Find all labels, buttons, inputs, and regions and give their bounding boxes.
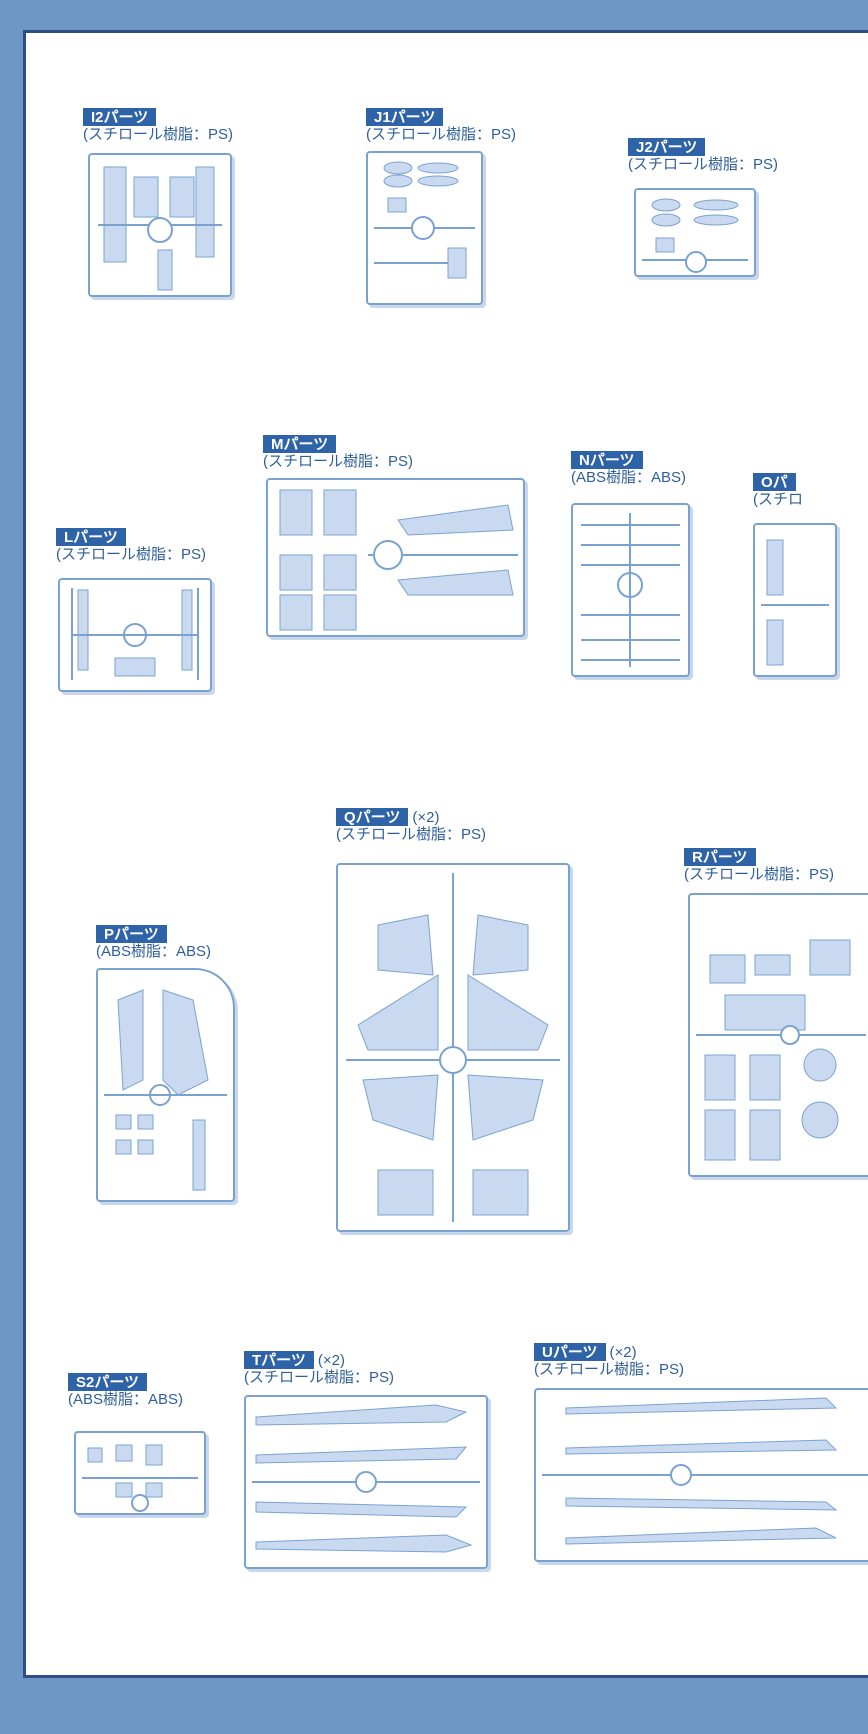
runner-name-tag: Qパーツ bbox=[336, 808, 409, 826]
runner-name-tag: Oパ bbox=[753, 473, 796, 491]
runner-frame-t bbox=[244, 1395, 488, 1569]
runner-label: Oパ (スチロ bbox=[753, 473, 803, 507]
runner-frame-i2 bbox=[88, 153, 232, 297]
runner-label: Rパーツ (スチロール樹脂：PS) bbox=[684, 848, 834, 882]
runner-multiplier: (×2) bbox=[412, 809, 440, 826]
runner-name-tag: Lパーツ bbox=[56, 528, 126, 546]
runner-material: (スチロ bbox=[753, 491, 803, 508]
runner-label: Pパーツ (ABS樹脂：ABS) bbox=[96, 925, 211, 959]
runner-frame-j1 bbox=[366, 151, 483, 305]
runner-label: S2パーツ (ABS樹脂：ABS) bbox=[68, 1373, 183, 1407]
runner-frame-o bbox=[753, 523, 837, 677]
runner-name-tag: J1パーツ bbox=[366, 108, 444, 126]
runner-name-tag: Rパーツ bbox=[684, 848, 756, 866]
runner-material: (スチロール樹脂：PS) bbox=[56, 546, 207, 563]
runner-group-l: Lパーツ (スチロール樹脂：PS) bbox=[56, 528, 206, 564]
runner-material: (スチロール樹脂：PS) bbox=[244, 1369, 395, 1386]
runner-label: Mパーツ (スチロール樹脂：PS) bbox=[263, 435, 413, 469]
runner-label: Lパーツ (スチロール樹脂：PS) bbox=[56, 528, 206, 562]
runner-label: Qパーツ(×2) (スチロール樹脂：PS) bbox=[336, 808, 486, 842]
runner-name-tag: Nパーツ bbox=[571, 451, 643, 469]
runner-name-tag: Uパーツ bbox=[534, 1343, 606, 1361]
runner-group-u: Uパーツ(×2) (スチロール樹脂：PS) bbox=[534, 1343, 684, 1379]
runner-group-p: Pパーツ (ABS樹脂：ABS) bbox=[96, 925, 211, 961]
runner-material: (スチロール樹脂：PS) bbox=[366, 126, 517, 143]
runner-frame-m bbox=[266, 478, 525, 637]
runner-frame-n bbox=[571, 503, 690, 677]
runner-material: (スチロール樹脂：PS) bbox=[83, 126, 234, 143]
runner-material: (ABS樹脂：ABS) bbox=[96, 943, 212, 960]
runner-material: (スチロール樹脂：PS) bbox=[534, 1361, 685, 1378]
runner-frame-j2 bbox=[634, 188, 756, 277]
runner-name-tag: Mパーツ bbox=[263, 435, 337, 453]
runner-frame-r bbox=[688, 893, 868, 1177]
runner-frame-l bbox=[58, 578, 212, 692]
runner-multiplier: (×2) bbox=[317, 1352, 345, 1369]
runner-group-t: Tパーツ(×2) (スチロール樹脂：PS) bbox=[244, 1351, 394, 1387]
runner-label: Tパーツ(×2) (スチロール樹脂：PS) bbox=[244, 1351, 394, 1385]
runner-name-tag: Pパーツ bbox=[96, 925, 167, 943]
runner-group-j2: J2パーツ (スチロール樹脂：PS) bbox=[628, 138, 778, 174]
runner-frame-s2 bbox=[74, 1431, 206, 1515]
runner-material: (スチロール樹脂：PS) bbox=[336, 826, 487, 843]
runner-group-i2: I2パーツ (スチロール樹脂：PS) bbox=[83, 108, 233, 144]
runner-group-r: Rパーツ (スチロール樹脂：PS) bbox=[684, 848, 834, 884]
runner-name-tag: S2パーツ bbox=[68, 1373, 148, 1391]
runner-material: (ABS樹脂：ABS) bbox=[68, 1391, 184, 1408]
runner-group-q: Qパーツ(×2) (スチロール樹脂：PS) bbox=[336, 808, 486, 844]
runner-group-s2: S2パーツ (ABS樹脂：ABS) bbox=[68, 1373, 183, 1409]
runner-label: Uパーツ(×2) (スチロール樹脂：PS) bbox=[534, 1343, 684, 1377]
runner-label: I2パーツ (スチロール樹脂：PS) bbox=[83, 108, 233, 142]
runner-label: Nパーツ (ABS樹脂：ABS) bbox=[571, 451, 686, 485]
runner-name-tag: J2パーツ bbox=[628, 138, 706, 156]
runner-frame-p bbox=[96, 968, 235, 1202]
runner-material: (スチロール樹脂：PS) bbox=[628, 156, 779, 173]
runner-name-tag: Tパーツ bbox=[244, 1351, 314, 1369]
parts-sheet: I2パーツ (スチロール樹脂：PS) J1パーツ (スチロール樹脂：PS) J2… bbox=[23, 30, 868, 1678]
runner-group-m: Mパーツ (スチロール樹脂：PS) bbox=[263, 435, 413, 471]
runner-name-tag: I2パーツ bbox=[83, 108, 157, 126]
runner-group-o: Oパ (スチロ bbox=[753, 473, 803, 509]
runner-material: (スチロール樹脂：PS) bbox=[684, 866, 835, 883]
runner-label: J1パーツ (スチロール樹脂：PS) bbox=[366, 108, 516, 142]
runner-material: (スチロール樹脂：PS) bbox=[263, 453, 414, 470]
runner-group-n: Nパーツ (ABS樹脂：ABS) bbox=[571, 451, 686, 487]
runner-multiplier: (×2) bbox=[609, 1344, 637, 1361]
runner-frame-q bbox=[336, 863, 570, 1232]
runner-group-j1: J1パーツ (スチロール樹脂：PS) bbox=[366, 108, 516, 144]
runner-frame-u bbox=[534, 1388, 868, 1562]
runner-label: J2パーツ (スチロール樹脂：PS) bbox=[628, 138, 778, 172]
runner-material: (ABS樹脂：ABS) bbox=[571, 469, 687, 486]
